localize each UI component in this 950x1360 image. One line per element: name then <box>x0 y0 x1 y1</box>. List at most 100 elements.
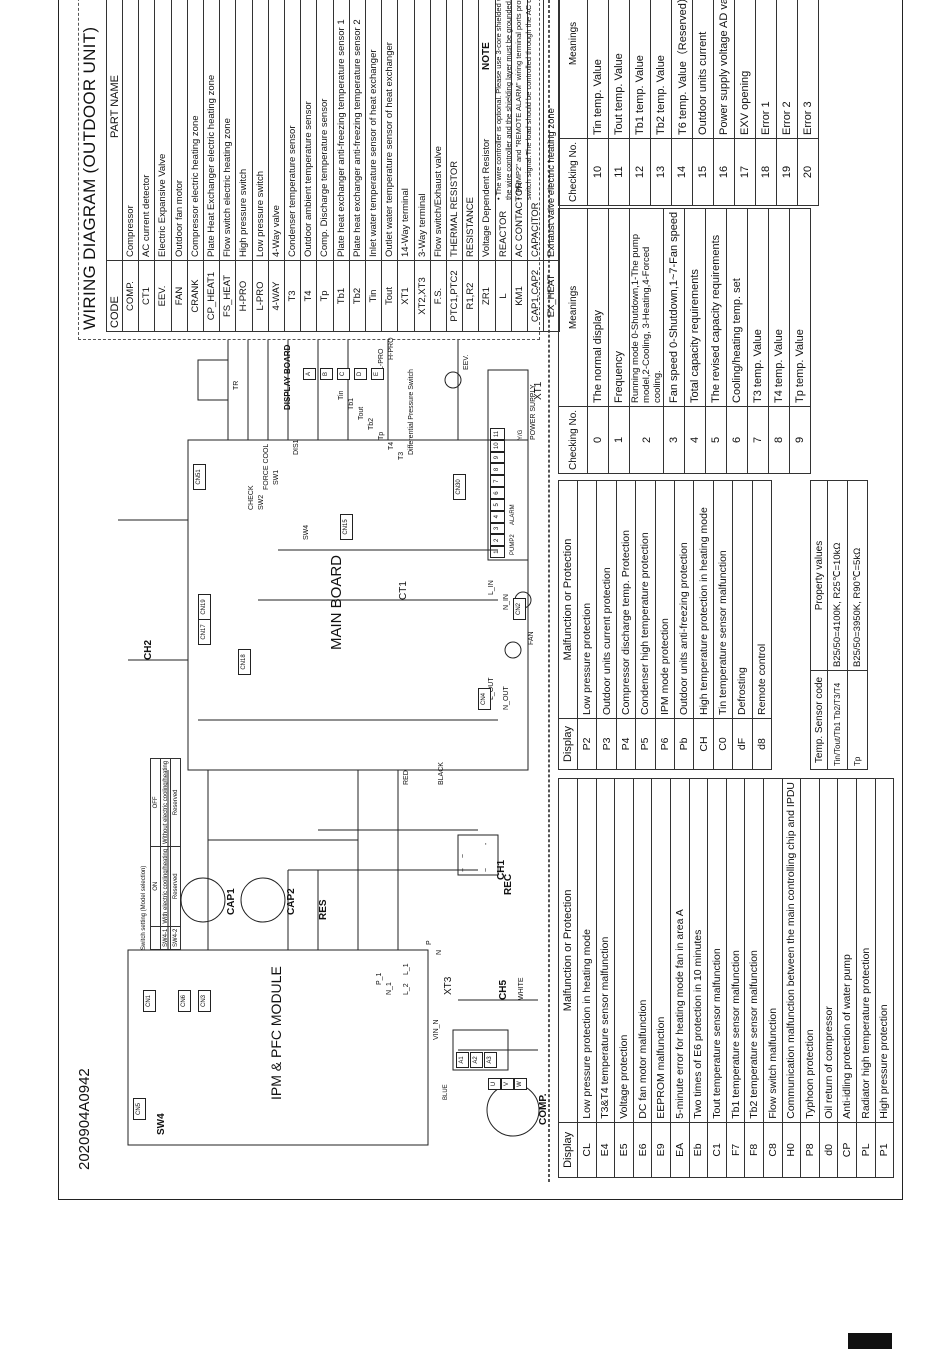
protection-code: P6 <box>655 718 675 770</box>
check2-col-no: Checking No. <box>558 138 588 206</box>
error-code: Eb <box>689 1122 708 1178</box>
checking-meaning: Tb1 temp. Value <box>629 0 651 139</box>
cn17-connector: CN17 <box>198 619 211 645</box>
parts-code: EEV. <box>154 260 172 332</box>
n1-label: N_1 <box>386 982 393 995</box>
checking-number: 15 <box>692 138 714 206</box>
sensor-tb1: Tb1 <box>348 397 355 410</box>
error-desc: 5-minute error for heating mode fan in a… <box>670 778 690 1123</box>
checking-meaning: Cooling/heating temp. set <box>726 208 748 407</box>
protection-code: P4 <box>616 718 636 770</box>
black-label: BLACK <box>438 762 445 785</box>
sw2-label: SW2 <box>258 494 265 510</box>
checking-meaning: Error 2 <box>776 0 798 139</box>
display-terminal-e: E <box>371 368 384 380</box>
parts-row: EEV.Electric Expansive Valve <box>154 0 172 332</box>
rec-minus: - <box>483 842 490 845</box>
checking-meaning: Power supply voltage AD value <box>713 0 735 139</box>
diagram-title: WIRING DIAGRAM (OUTDOOR UNIT) <box>80 26 99 330</box>
protection-desc: Low pressure protection <box>577 480 597 719</box>
parts-code: Tin <box>365 260 382 332</box>
error-desc: Tb1 temperature sensor malfunction <box>726 778 745 1123</box>
parts-code: Tp <box>316 260 334 332</box>
parts-name: Compressor <box>122 0 139 261</box>
parts-code: Tb1 <box>333 260 350 332</box>
l1-label: L_1 <box>403 963 410 975</box>
note-item-1-text: The wire controller is optional. Please … <box>494 0 513 200</box>
sensor-table-header: Temp. Sensor code Property values <box>810 480 828 770</box>
parts-col-name: PART NAME <box>106 0 123 261</box>
comp-label: COMP. <box>538 1093 549 1126</box>
sensor-tp: Tp <box>378 431 385 440</box>
checking-number: 4 <box>684 406 706 474</box>
parts-code: L-PRO <box>252 260 269 332</box>
protection-code: d8 <box>752 718 772 770</box>
l-pro-label: L-PRO <box>378 348 385 370</box>
error-desc: DC fan motor malfunction <box>633 778 652 1123</box>
sw4-label: SW4 <box>303 524 310 540</box>
parts-name: Inlet water temperature sensor of heat e… <box>365 0 382 261</box>
comp-terminal-v: V <box>501 1078 514 1090</box>
cn15-connector: CN15 <box>340 514 353 540</box>
parts-name: Flow switch electric heating zone <box>219 0 236 261</box>
parts-col-code: CODE <box>106 260 123 332</box>
error-desc: High pressure protection <box>875 778 894 1123</box>
error-code: C8 <box>763 1122 783 1178</box>
error-desc: Flow switch malfunction <box>763 778 783 1123</box>
error-code: E4 <box>596 1122 615 1178</box>
checking-meaning: Error 3 <box>797 0 819 139</box>
error-desc: Voltage protection <box>614 778 634 1123</box>
protection-desc: Defrosting <box>732 480 753 719</box>
ct1-label: CT1 <box>398 581 409 600</box>
xt1-terminal: 4 <box>490 510 505 523</box>
error-code: EA <box>670 1122 690 1178</box>
error-code: C1 <box>707 1122 727 1178</box>
xt3-label: XT3 <box>443 976 454 995</box>
parts-code: CAP1,CAP2 <box>527 260 544 332</box>
cap2-label: CAP2 <box>286 888 297 915</box>
parts-code: CP_HEAT1 <box>203 260 220 332</box>
parts-name: Flow switch/Exhaust valve <box>430 0 447 261</box>
cn6-connector: CN6 <box>178 990 191 1012</box>
display-terminal-c: C <box>337 368 350 380</box>
force-cool-label: FORCE COOL <box>263 443 270 490</box>
cap1-symbol <box>180 877 226 923</box>
checking-meaning: The normal display <box>587 208 609 407</box>
xt3-terminal-a3: A3 <box>484 1052 497 1068</box>
cn19-connector: CN19 <box>198 594 211 620</box>
parts-code: T3 <box>284 260 301 332</box>
parts-code: XT2,XT3 <box>414 260 431 332</box>
error-desc: Anti-idling protection of water pump <box>837 778 857 1123</box>
protection-code: Pb <box>674 718 694 770</box>
xt1-terminal: 5 <box>490 498 505 511</box>
xt1-terminal: 7 <box>490 475 505 488</box>
checking-number: 13 <box>650 138 672 206</box>
protection-code: C0 <box>713 718 733 770</box>
protection-code: P3 <box>596 718 617 770</box>
display-board-label: DISPLAY BOARD <box>283 344 292 410</box>
sensor-table: Temp. Sensor code Property values Tin/To… <box>810 480 868 770</box>
page-number-bar <box>848 1333 892 1349</box>
rec-ac1: ~ <box>460 853 467 858</box>
prot-col-malfunction: Malfunction or Protection <box>558 480 578 719</box>
n-label: N <box>436 949 443 955</box>
